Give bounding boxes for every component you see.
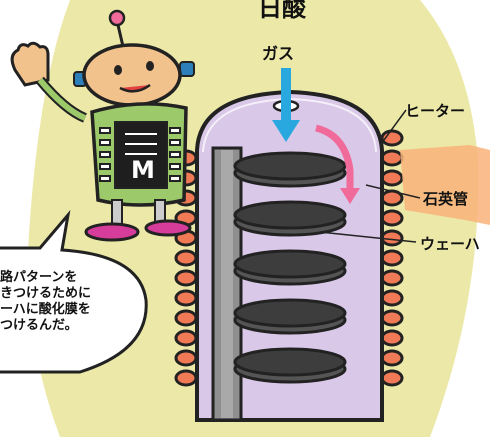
gas-label: ガス xyxy=(262,44,295,63)
robot-chip-text: M xyxy=(131,156,155,184)
leader-lines xyxy=(319,109,421,243)
title-fragment: 日酸 xyxy=(258,0,306,22)
wafer-label: ウェーハ xyxy=(420,235,480,253)
speech-bubble-text: 路パターンを きつけるために ーハに酸化膜を つけるんだ。 xyxy=(0,270,150,334)
speech-line-1: 路パターンを xyxy=(0,270,78,285)
heat-glow xyxy=(400,145,490,225)
speech-line-3: ーハに酸化膜を xyxy=(0,302,91,317)
wafers xyxy=(233,151,347,384)
speech-bubble-shape xyxy=(0,209,148,374)
quartz-tube-label: 石英管 xyxy=(423,190,469,208)
gas-arrow xyxy=(272,68,300,142)
heater-label: ヒーター xyxy=(405,102,466,120)
robot-character xyxy=(10,9,195,242)
speech-line-4: つけるんだ。 xyxy=(0,318,78,333)
speech-line-2: きつけるために xyxy=(0,286,92,301)
heater-coils-right xyxy=(380,129,404,387)
flow-arrow xyxy=(314,124,360,204)
